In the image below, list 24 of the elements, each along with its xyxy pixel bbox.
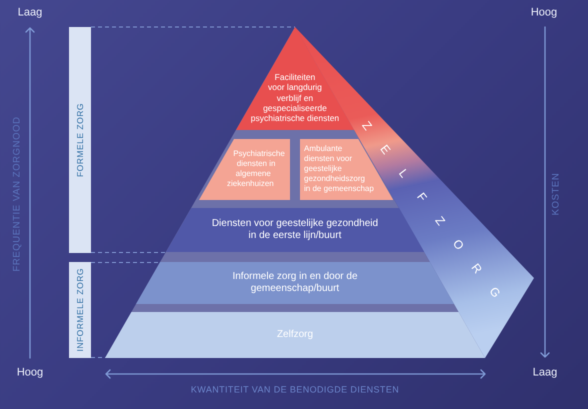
axis-end-label: Hoog bbox=[16, 368, 44, 378]
service-box bbox=[198, 139, 290, 200]
bar-label: INFORMELE ZORG bbox=[76, 268, 84, 352]
dashed-connector-line bbox=[90, 26, 296, 28]
tier-label: Faciliteiten voor langdurig verblijf en gespecialiseerde psychiatrische diensten bbox=[250, 72, 340, 124]
tier-label: Diensten voor geestelijke gezondheid in de eerste lijn/buurt bbox=[212, 218, 378, 241]
dashed-connector-line bbox=[90, 357, 106, 358]
dashed-connector-line bbox=[90, 262, 160, 263]
axis-title: KOSTEN bbox=[551, 172, 561, 216]
axis-end-label: Laag bbox=[18, 8, 42, 18]
care-type-bar bbox=[69, 262, 91, 358]
service-label: Psychiatrische diensten in algemene ziekenhuizen bbox=[227, 149, 285, 188]
pyramid-tier bbox=[166, 208, 424, 252]
dashed-connector-line bbox=[90, 252, 166, 253]
tier-label: Informele zorg in en door de gemeenschap/buurt bbox=[232, 270, 358, 294]
axis-end-label: Laag bbox=[532, 368, 558, 378]
bar-label: FORMELE ZORG bbox=[76, 102, 84, 177]
service-label: Ambulante diensten voor geestelijke gezondheidszorg in de gemeenschap bbox=[304, 144, 374, 193]
pyramid-tier bbox=[105, 312, 485, 358]
care-type-bar bbox=[69, 27, 91, 253]
pyramid-tier bbox=[136, 262, 454, 304]
tier-label: Zelfzorg bbox=[276, 329, 314, 340]
axis-end-label: Hoog bbox=[530, 8, 558, 18]
axis-title: KWANTITEIT VAN DE BENODIGDE DIENSTEN bbox=[190, 386, 400, 394]
